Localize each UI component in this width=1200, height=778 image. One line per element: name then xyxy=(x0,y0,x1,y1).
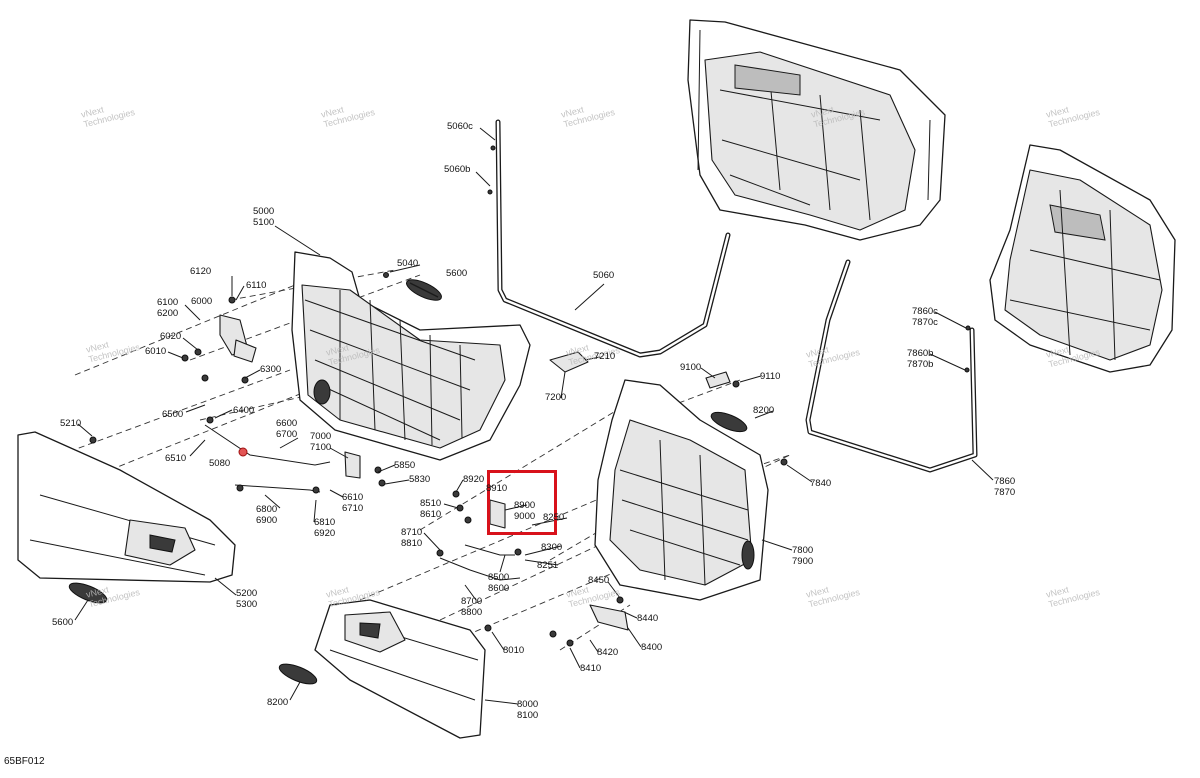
callout-6020: 6020 xyxy=(160,331,182,342)
callout-5060b: 5060b xyxy=(444,164,471,175)
callout-9100: 9100 xyxy=(680,362,702,373)
striker-9100 xyxy=(705,371,731,389)
callout-8100: 8100 xyxy=(517,710,539,721)
callout-6120: 6120 xyxy=(190,266,212,277)
callout-8800: 8800 xyxy=(461,607,483,618)
callout-8400: 8400 xyxy=(641,642,663,653)
rear-door-inner-frame xyxy=(594,379,769,601)
callout-8410: 8410 xyxy=(580,663,602,674)
callout-9000: 9000 xyxy=(514,511,536,522)
callout-6400: 6400 xyxy=(233,405,255,416)
callout-6610: 6610 xyxy=(342,492,364,503)
callout-8500: 8500 xyxy=(488,572,510,583)
callout-7860: 7860 xyxy=(994,476,1016,487)
door-seal-right xyxy=(805,259,978,473)
door-frame-right xyxy=(989,144,1176,373)
callout-6710: 6710 xyxy=(342,503,364,514)
callout-7100: 7100 xyxy=(310,442,332,453)
callout-8710: 8710 xyxy=(401,527,423,538)
callout-6100: 6100 xyxy=(157,297,179,308)
callout-9110: 9110 xyxy=(760,371,781,382)
callout-5080: 5080 xyxy=(209,458,231,469)
callout-8250: 8250 xyxy=(543,512,565,523)
callout-5000: 5000 xyxy=(253,206,275,217)
callout-5040: 5040 xyxy=(397,258,419,269)
callout-8910: 8910 xyxy=(486,483,508,494)
callout-7210: 7210 xyxy=(594,351,616,362)
callout-5060c: 5060c xyxy=(447,121,473,132)
leader-lines xyxy=(74,127,994,705)
callout-7860b: 7860b xyxy=(907,348,934,359)
callout-8610: 8610 xyxy=(420,509,442,520)
callout-5850: 5850 xyxy=(394,460,416,471)
callout-5210: 5210 xyxy=(60,418,82,429)
callout-7200: 7200 xyxy=(545,392,567,403)
callout-7860c: 7860c xyxy=(912,306,938,317)
callout-5600: 5600 xyxy=(52,617,74,628)
callout-7870: 7870 xyxy=(994,487,1016,498)
callout-6600: 6600 xyxy=(276,418,298,429)
callout-8600: 8600 xyxy=(488,583,510,594)
callout-6900: 6900 xyxy=(256,515,278,526)
callout-5100: 5100 xyxy=(253,217,275,228)
fasteners xyxy=(89,145,971,647)
striker-7200 xyxy=(549,351,589,373)
grab-handle-5600-bottom xyxy=(68,582,108,604)
callout-6510: 6510 xyxy=(165,453,187,464)
callout-5060: 5060 xyxy=(593,270,615,281)
highlight-box xyxy=(487,470,557,535)
latch-assembly-left xyxy=(344,451,506,529)
callout-7840: 7840 xyxy=(810,478,832,489)
callout-8900: 8900 xyxy=(514,500,536,511)
rear-door-frame-top xyxy=(687,19,946,241)
grab-handle-5600-top xyxy=(406,279,442,301)
callout-8510: 8510 xyxy=(420,498,442,509)
callout-8000: 8000 xyxy=(517,699,539,710)
callout-7800: 7800 xyxy=(792,545,814,556)
front-door-inner-frame xyxy=(291,251,531,461)
callout-8300: 8300 xyxy=(541,542,563,553)
callout-8200: 8200 xyxy=(753,405,775,416)
callout-5830: 5830 xyxy=(409,474,431,485)
callout-7870c: 7870c xyxy=(912,317,938,328)
callout-6300: 6300 xyxy=(260,364,282,375)
callout-6700: 6700 xyxy=(276,429,298,440)
callout-6110: 6110 xyxy=(246,280,267,291)
callout-6810: 6810 xyxy=(314,517,336,528)
callout-6920: 6920 xyxy=(314,528,336,539)
callout-5600: 5600 xyxy=(446,268,468,279)
diagram-code: 65BF012 xyxy=(4,756,45,767)
callout-6010: 6010 xyxy=(145,346,167,357)
callout-8700: 8700 xyxy=(461,596,483,607)
hinge-bracket-lower xyxy=(589,604,629,631)
callout-8920: 8920 xyxy=(463,474,485,485)
callout-8440: 8440 xyxy=(637,613,659,624)
callout-6000: 6000 xyxy=(191,296,213,307)
callout-7000: 7000 xyxy=(310,431,332,442)
callout-8420: 8420 xyxy=(597,647,619,658)
callout-6500: 6500 xyxy=(162,409,184,420)
grab-handle-8200-right xyxy=(710,411,748,433)
grab-handle-8200-bottom xyxy=(278,663,318,685)
hinge-bracket-upper xyxy=(219,314,257,363)
rear-door-outer-panel xyxy=(314,599,486,739)
front-door-outer-panel xyxy=(17,431,236,583)
callout-7900: 7900 xyxy=(792,556,814,567)
callout-8810: 8810 xyxy=(401,538,423,549)
door-seal-left xyxy=(495,119,731,358)
callout-7870b: 7870b xyxy=(907,359,934,370)
callout-8200: 8200 xyxy=(267,697,289,708)
callout-5300: 5300 xyxy=(236,599,258,610)
callout-6200: 6200 xyxy=(157,308,179,319)
callout-8251: 8251 xyxy=(537,560,559,571)
callout-8450: 8450 xyxy=(588,575,610,586)
callout-6800: 6800 xyxy=(256,504,278,515)
callout-5200: 5200 xyxy=(236,588,258,599)
callout-8010: 8010 xyxy=(503,645,525,656)
